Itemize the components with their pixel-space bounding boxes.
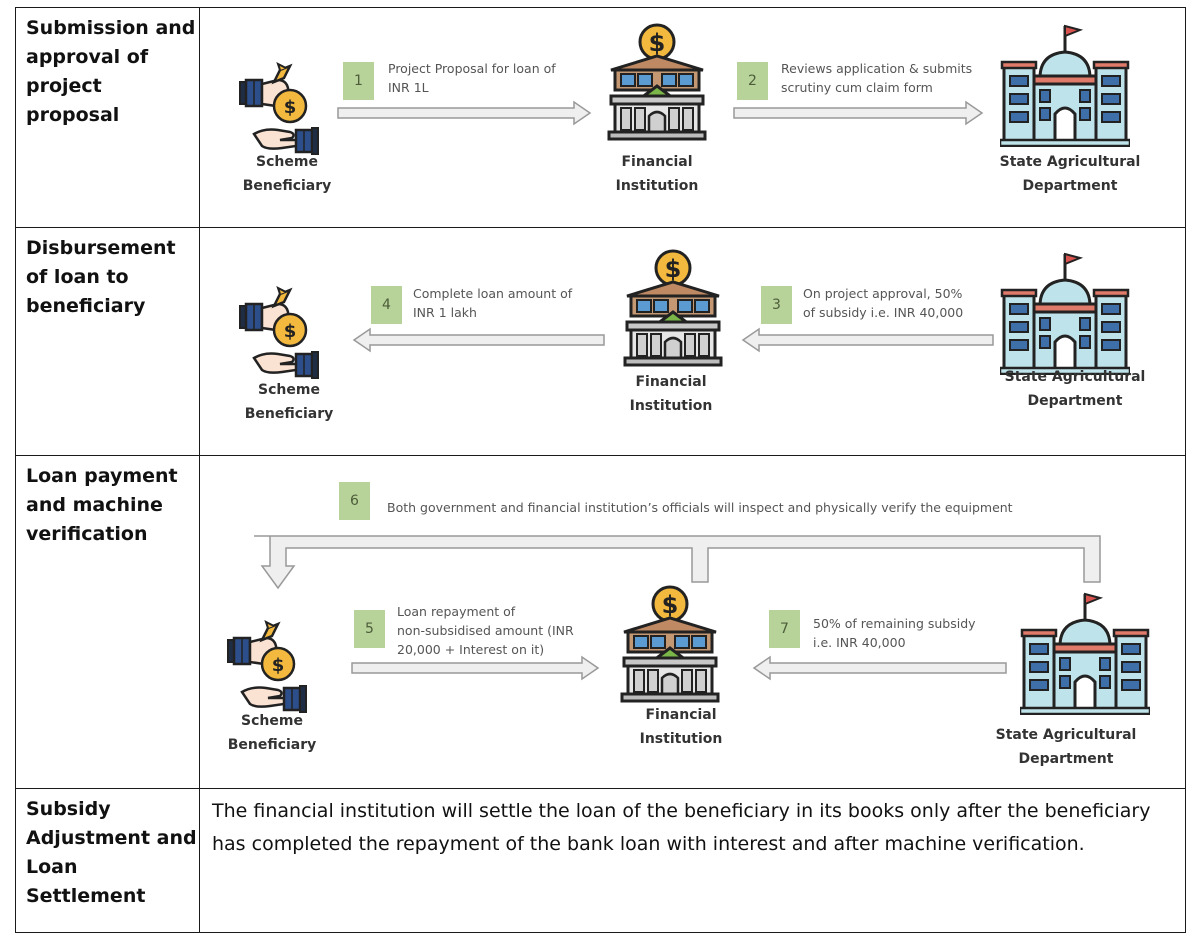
step-number-6: 6 bbox=[339, 482, 370, 520]
arrow-left-step-7 bbox=[752, 655, 1007, 681]
row-title-verification: Loan payment and machine verification bbox=[26, 465, 178, 545]
step-number-1: 1 bbox=[343, 62, 374, 100]
row-title-disbursement: Disbursement of loan to beneficiary bbox=[26, 237, 176, 317]
row-content-submission: Scheme Beneficiary 1 Project Proposal fo… bbox=[200, 8, 1185, 227]
arrow-right-step-2 bbox=[733, 100, 984, 126]
arrow-right-step-5 bbox=[351, 655, 600, 681]
row-title-submission: Submission and approval of project propo… bbox=[26, 17, 196, 126]
department-label-line2: Department bbox=[1027, 393, 1123, 409]
institution-label: Financial Institution bbox=[606, 703, 756, 751]
step-number-2: 2 bbox=[737, 62, 768, 100]
beneficiary-hands-icon bbox=[234, 62, 334, 157]
beneficiary-label-line2: Beneficiary bbox=[242, 178, 332, 194]
arrow-left-step-4 bbox=[352, 327, 605, 353]
department-label-line1: State Agricultural bbox=[999, 154, 1141, 170]
beneficiary-label: Scheme Beneficiary bbox=[212, 150, 362, 198]
step-7-text-line1: 50% of remaining subsidy bbox=[813, 616, 976, 631]
step-4-text-line2: INR 1 lakh bbox=[413, 305, 477, 320]
bank-building-icon bbox=[607, 22, 707, 142]
beneficiary-hands-icon bbox=[222, 620, 322, 715]
row-content-disbursement: Scheme Beneficiary 4 Complete loan amoun… bbox=[200, 228, 1185, 455]
step-5-text-line2: non-subsidised amount (INR bbox=[397, 623, 574, 638]
department-label-line2: Department bbox=[1018, 751, 1114, 767]
row-title-settlement: Subsidy Adjustment and Loan Settlement bbox=[26, 798, 197, 907]
step-number-7: 7 bbox=[769, 610, 800, 648]
step-3-text: On project approval, 50% of subsidy i.e.… bbox=[803, 284, 963, 322]
arrow-right-step-1 bbox=[337, 100, 592, 126]
beneficiary-label-line2: Beneficiary bbox=[244, 406, 334, 422]
arrow-left-step-3 bbox=[741, 327, 994, 353]
row-settlement: Subsidy Adjustment and Loan Settlement T… bbox=[15, 789, 1186, 933]
step-3-text-line1: On project approval, 50% bbox=[803, 286, 963, 301]
institution-label-line2: Institution bbox=[639, 731, 723, 747]
beneficiary-label-line2: Beneficiary bbox=[227, 737, 317, 753]
department-label-line1: State Agricultural bbox=[995, 727, 1137, 743]
row-submission: Submission and approval of project propo… bbox=[15, 7, 1186, 228]
institution-label-line2: Institution bbox=[615, 178, 699, 194]
step-2-text: Reviews application & submits scrutiny c… bbox=[781, 59, 972, 97]
institution-label-line2: Institution bbox=[629, 398, 713, 414]
department-label-line1: State Agricultural bbox=[1004, 369, 1146, 385]
beneficiary-label-line1: Scheme bbox=[241, 713, 303, 729]
row-label-cell: Loan payment and machine verification bbox=[16, 456, 200, 788]
government-building-icon bbox=[1000, 22, 1130, 147]
step-6-text-line1: Both government and financial institutio… bbox=[387, 500, 1013, 515]
row-content-settlement: The financial institution will settle th… bbox=[200, 789, 1185, 932]
step-number-5: 5 bbox=[354, 610, 385, 648]
step-4-text-line1: Complete loan amount of bbox=[413, 286, 573, 301]
department-label: State Agricultural Department bbox=[986, 723, 1146, 771]
government-building-icon bbox=[1000, 250, 1130, 375]
beneficiary-label-line1: Scheme bbox=[258, 382, 320, 398]
bank-building-icon bbox=[623, 248, 723, 368]
verification-bracket-arrow bbox=[254, 535, 1101, 590]
step-4-text: Complete loan amount of INR 1 lakh bbox=[413, 284, 572, 322]
row-disbursement: Disbursement of loan to beneficiary Sche… bbox=[15, 228, 1186, 456]
step-1-text: Project Proposal for loan of INR 1L bbox=[388, 59, 556, 97]
step-1-text-line1: Project Proposal for loan of bbox=[388, 61, 556, 76]
bank-building-icon bbox=[620, 584, 720, 704]
step-6-text: Both government and financial institutio… bbox=[387, 498, 1013, 517]
institution-label-line1: Financial bbox=[645, 707, 717, 723]
institution-label-line1: Financial bbox=[621, 154, 693, 170]
beneficiary-label-line1: Scheme bbox=[256, 154, 318, 170]
institution-label: Financial Institution bbox=[596, 370, 746, 418]
institution-label-line1: Financial bbox=[635, 374, 707, 390]
step-7-text: 50% of remaining subsidy i.e. INR 40,000 bbox=[813, 614, 976, 652]
row-content-verification: 6 Both government and financial institut… bbox=[200, 456, 1185, 788]
institution-label: Financial Institution bbox=[582, 150, 732, 198]
step-1-text-line2: INR 1L bbox=[388, 80, 429, 95]
beneficiary-hands-icon bbox=[234, 286, 334, 381]
settlement-text: The financial institution will settle th… bbox=[212, 800, 1151, 855]
step-5-text-line3: 20,000 + Interest on it) bbox=[397, 642, 545, 657]
beneficiary-label: Scheme Beneficiary bbox=[214, 378, 364, 426]
department-label-line2: Department bbox=[1022, 178, 1118, 194]
step-3-text-line2: of subsidy i.e. INR 40,000 bbox=[803, 305, 964, 320]
step-2-text-line1: Reviews application & submits bbox=[781, 61, 973, 76]
step-5-text-line1: Loan repayment of bbox=[397, 604, 516, 619]
row-label-cell: Subsidy Adjustment and Loan Settlement bbox=[16, 789, 200, 932]
step-5-text: Loan repayment of non-subsidised amount … bbox=[397, 602, 574, 659]
department-label: State Agricultural Department bbox=[990, 150, 1150, 198]
row-label-cell: Disbursement of loan to beneficiary bbox=[16, 228, 200, 455]
step-number-4: 4 bbox=[371, 286, 402, 324]
beneficiary-label: Scheme Beneficiary bbox=[197, 709, 347, 757]
step-7-text-line2: i.e. INR 40,000 bbox=[813, 635, 906, 650]
row-verification: Loan payment and machine verification 6 … bbox=[15, 456, 1186, 789]
government-building-icon bbox=[1020, 590, 1150, 715]
step-2-text-line2: scrutiny cum claim form bbox=[781, 80, 933, 95]
row-label-cell: Submission and approval of project propo… bbox=[16, 8, 200, 227]
department-label: State Agricultural Department bbox=[995, 365, 1155, 413]
step-number-3: 3 bbox=[761, 286, 792, 324]
